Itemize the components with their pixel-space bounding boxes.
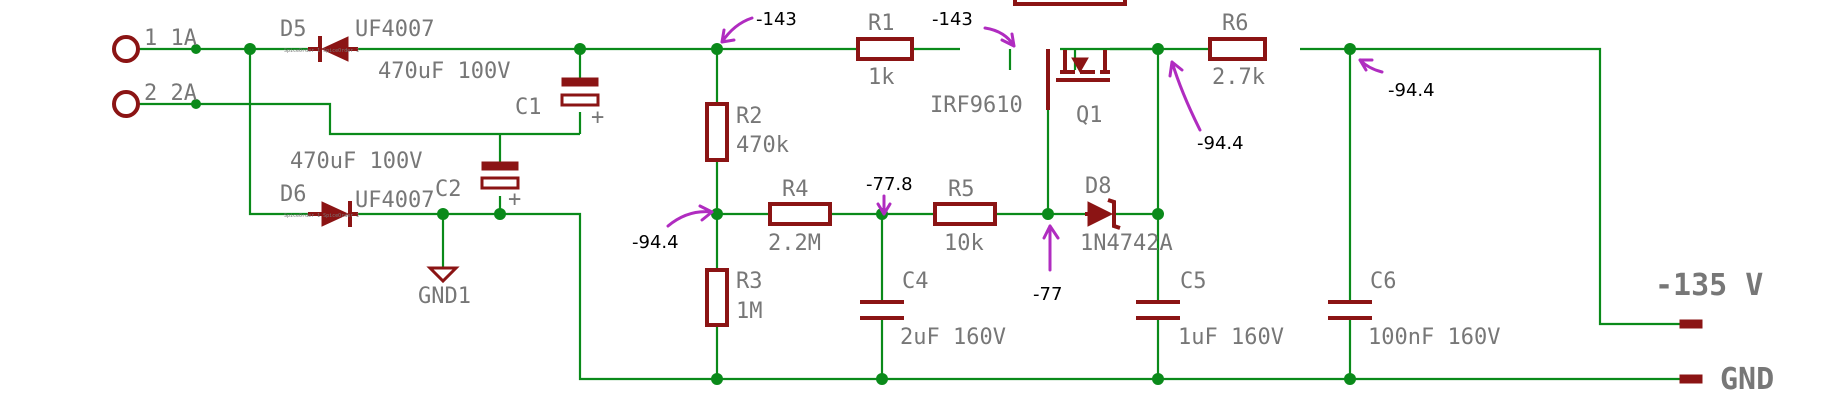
d6-spice-order: SpiceOrder 1 SpiceOrder 2 <box>284 213 359 219</box>
r5-name: R5 <box>948 177 975 202</box>
annotation-a4-text: -94.4 <box>1388 80 1435 101</box>
r4-value: 2.2M <box>768 231 821 256</box>
annotation-a7-text: -77 <box>1033 284 1062 305</box>
r6-value: 2.7k <box>1212 65 1265 90</box>
d5-name: D5 <box>280 17 307 42</box>
mosfet-q1: IRF9610 Q1 <box>930 0 1127 128</box>
resistor-r4: R4 2.2M <box>768 177 832 256</box>
c2-name: C2 <box>435 177 462 202</box>
output-voltage-label: -135 V <box>1655 268 1763 303</box>
r2-name: R2 <box>736 104 763 129</box>
ground-gnd1: GND1 <box>418 266 471 309</box>
annotation-a2-text: -143 <box>932 9 973 30</box>
diode-d5: D5 UF4007 SpiceOrder 1 SpiceOrder 2 <box>280 17 434 62</box>
c1-polarity: + <box>591 105 604 130</box>
resistor-r6: R6 2.7k <box>1208 11 1267 90</box>
c6-name: C6 <box>1370 269 1397 294</box>
r1-value: 1k <box>868 65 895 90</box>
c1-value: 470uF 100V <box>378 59 510 84</box>
c5-name: C5 <box>1180 269 1207 294</box>
c4-name: C4 <box>902 269 929 294</box>
r3-value: 1M <box>736 299 763 324</box>
annotation-a5-text: -94.4 <box>632 232 679 253</box>
resistor-r3: R3 1M <box>705 268 763 327</box>
resistor-r1: R1 1k <box>856 11 914 90</box>
output-connector-voltage: -135 V <box>1655 268 1763 329</box>
capacitor-c4: C4 2uF 160V <box>860 269 1006 350</box>
d6-value: UF4007 <box>355 188 434 213</box>
annotation-a3-text: -94.4 <box>1197 133 1244 154</box>
r3-name: R3 <box>736 269 763 294</box>
d8-value: 1N4742A <box>1080 231 1173 256</box>
terminal-2-label: 2 2A <box>144 81 197 106</box>
junction-dots <box>191 43 1356 385</box>
wires <box>122 47 1680 381</box>
capacitor-c5: C5 1uF 160V <box>1136 269 1284 350</box>
annotation-a1-text: -143 <box>756 9 797 30</box>
d5-spice-order: SpiceOrder 1 SpiceOrder 2 <box>284 48 359 54</box>
annotation-a5: -94.4 <box>632 204 714 253</box>
annotation-a4: -94.4 <box>1358 58 1435 101</box>
gnd1-label: GND1 <box>418 284 471 309</box>
capacitor-c2: + C2 470uF 100V <box>290 149 521 212</box>
c1-name: C1 <box>515 95 542 120</box>
c4-value: 2uF 160V <box>900 325 1006 350</box>
terminal-1-label: 1 1A <box>144 26 197 51</box>
annotation-a3: -94.4 <box>1168 60 1244 154</box>
c2-polarity: + <box>508 187 521 212</box>
resistor-r2: R2 470k <box>705 102 789 162</box>
resistor-r5: R5 10k <box>933 177 997 256</box>
diode-d6: D6 UF4007 SpiceOrder 1 SpiceOrder 2 <box>280 182 434 227</box>
annotation-a2: -143 <box>932 9 1016 48</box>
c2-value: 470uF 100V <box>290 149 422 174</box>
capacitor-c6: C6 100nF 160V <box>1328 269 1500 350</box>
annotation-a1: -143 <box>720 9 797 44</box>
d6-name: D6 <box>280 182 307 207</box>
capacitor-c1: + C1 470uF 100V <box>378 59 604 130</box>
r1-name: R1 <box>868 11 895 36</box>
q1-name: Q1 <box>1076 103 1103 128</box>
r5-value: 10k <box>944 231 984 256</box>
terminal-2: 2 2A <box>112 81 197 118</box>
r6-name: R6 <box>1222 11 1249 36</box>
annotation-a6: -77.8 <box>866 174 913 216</box>
d8-name: D8 <box>1085 174 1112 199</box>
q1-value: IRF9610 <box>930 93 1023 118</box>
d5-value: UF4007 <box>355 17 434 42</box>
output-connector-gnd: GND <box>1679 362 1774 397</box>
c6-value: 100nF 160V <box>1368 325 1500 350</box>
output-gnd-label: GND <box>1720 362 1774 397</box>
r2-value: 470k <box>736 133 789 158</box>
r4-name: R4 <box>782 177 809 202</box>
annotation-a6-text: -77.8 <box>866 174 913 195</box>
c5-value: 1uF 160V <box>1178 325 1284 350</box>
zener-d8: D8 1N4742A <box>1080 174 1173 256</box>
terminal-1: 1 1A <box>112 26 197 63</box>
annotation-a7: -77 <box>1033 224 1062 305</box>
